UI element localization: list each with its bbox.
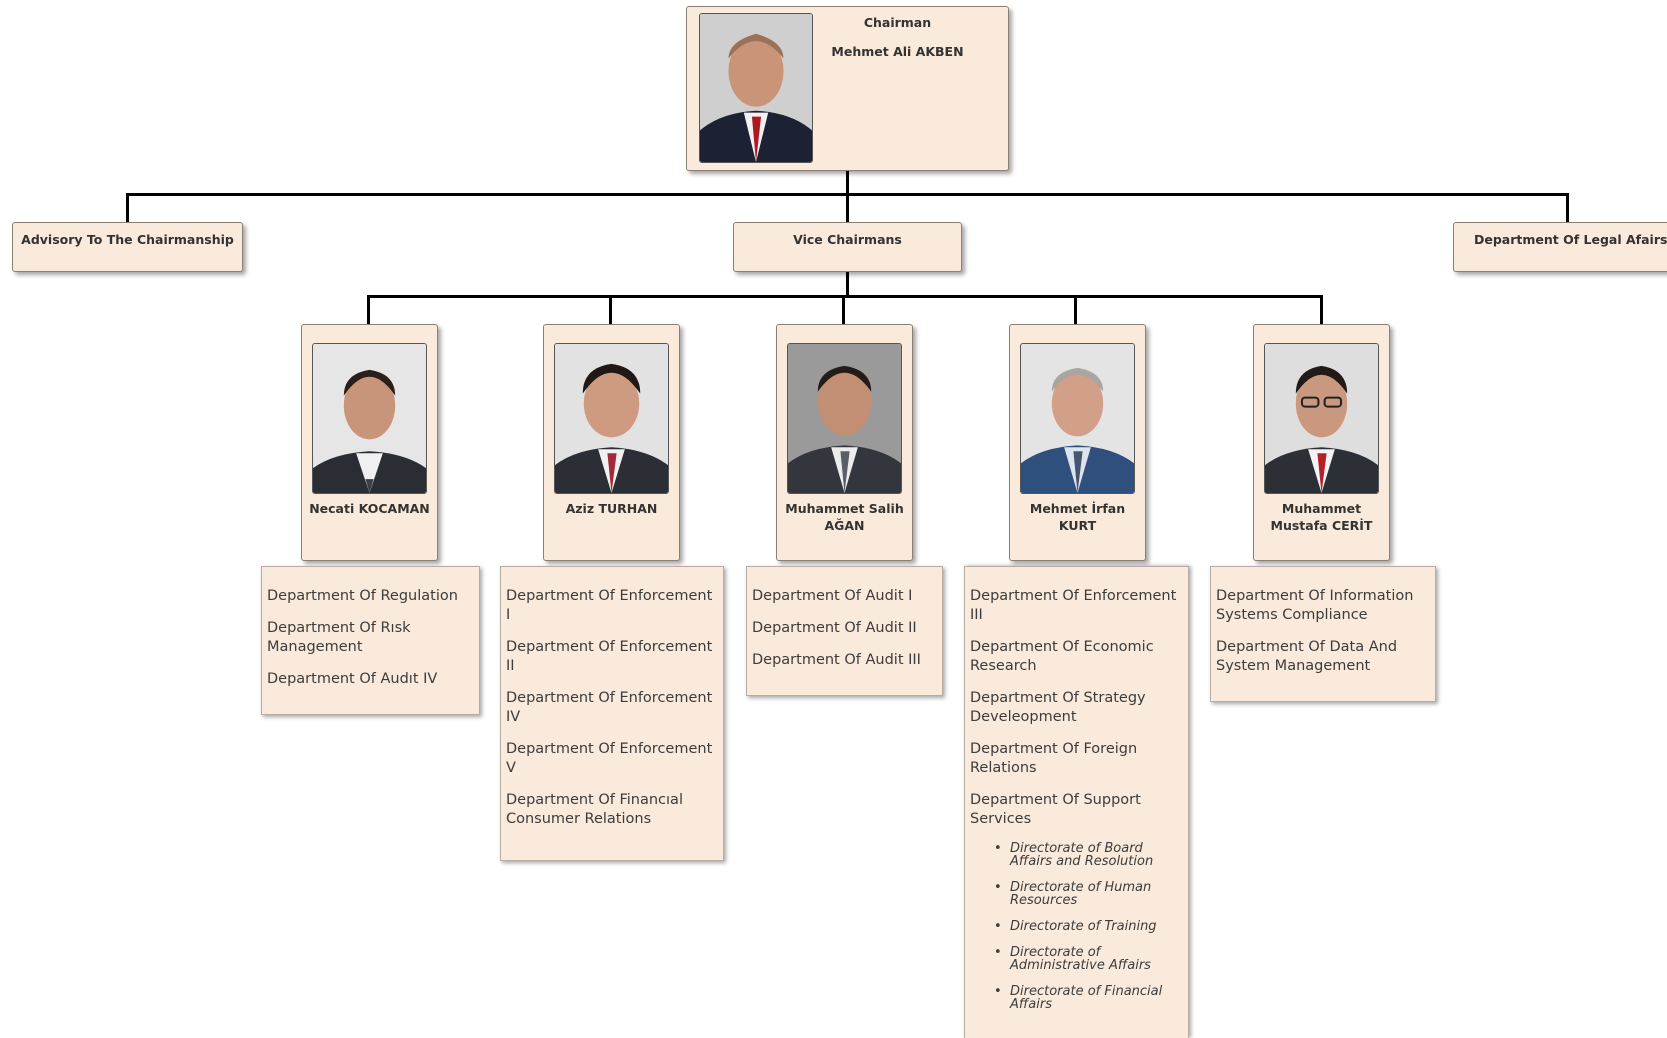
- vice-chairman-name: Muhammet Salih AĞAN: [785, 501, 904, 533]
- connector-line: [367, 295, 370, 325]
- directorate-item[interactable]: Directorate of Human Resources: [994, 881, 1184, 907]
- vice-chairman-card[interactable]: Muhammet Salih AĞAN: [776, 324, 913, 561]
- vice-chairman-name: Necati KOCAMAN: [309, 501, 430, 516]
- directorate-item[interactable]: Directorate of Administrative Affairs: [994, 946, 1184, 972]
- vice-chairman-photo: [1020, 343, 1135, 494]
- advisory-label: Advisory To The Chairmanship: [21, 232, 234, 247]
- vice-chairman-photo: [1264, 343, 1379, 494]
- chairman-photo: [699, 13, 813, 163]
- directorate-item[interactable]: Directorate of Financial Affairs: [994, 985, 1184, 1011]
- department-item[interactable]: Department Of Audit III: [752, 652, 921, 668]
- connector-line: [609, 295, 612, 325]
- vice-chairman-name: Muhammet Mustafa CERİT: [1270, 501, 1373, 533]
- vice-chairman-name: Mehmet İrfan KURT: [1029, 501, 1126, 533]
- legal-affairs-box[interactable]: Department Of Legal Afairs: [1453, 222, 1667, 272]
- chairman-name: Mehmet Ali AKBEN: [831, 44, 964, 59]
- department-list: Department Of Information Systems Compli…: [1210, 566, 1436, 702]
- vice-chairman-card[interactable]: Muhammet Mustafa CERİT: [1253, 324, 1390, 561]
- department-item[interactable]: Department Of Enforcement II: [506, 639, 713, 674]
- vice-chairmans-label: Vice Chairmans: [793, 232, 902, 247]
- department-list: Department Of Enforcement III Department…: [964, 566, 1189, 1038]
- connector-line: [846, 170, 849, 196]
- department-item[interactable]: Department Of Strategy Develeopment: [970, 690, 1146, 725]
- connector-line: [846, 193, 849, 223]
- directorate-item[interactable]: Directorate of Board Affairs and Resolut…: [994, 842, 1184, 868]
- vice-chairman-card[interactable]: Aziz TURHAN: [543, 324, 680, 561]
- vice-chairman-name: Aziz TURHAN: [565, 501, 658, 516]
- department-item[interactable]: Department Of Regulation: [267, 588, 458, 604]
- chairman-title: Chairman: [863, 15, 932, 30]
- department-item[interactable]: Department Of Financıal Consumer Relatio…: [506, 792, 683, 827]
- department-item[interactable]: Department Of Foreign Relations: [970, 741, 1138, 776]
- department-item[interactable]: Department Of Enforcement IV: [506, 690, 713, 725]
- directorate-list: Directorate of Board Affairs and Resolut…: [970, 842, 1184, 1011]
- connector-line: [846, 272, 849, 297]
- department-item[interactable]: Department Of Audıt IV: [267, 671, 438, 687]
- connector-line: [126, 193, 129, 223]
- connector-line: [367, 295, 1323, 298]
- vice-chairman-card[interactable]: Mehmet İrfan KURT: [1009, 324, 1146, 561]
- legal-affairs-label: Department Of Legal Afairs: [1474, 232, 1667, 247]
- department-item[interactable]: Department Of Audit I: [752, 588, 913, 604]
- department-item[interactable]: Department Of Information Systems Compli…: [1216, 588, 1414, 623]
- vice-chairman-photo: [312, 343, 427, 494]
- vice-chairman-photo: [787, 343, 902, 494]
- department-item[interactable]: Department Of Data And System Management: [1216, 639, 1398, 674]
- connector-line: [1320, 295, 1323, 325]
- vice-chairmans-box[interactable]: Vice Chairmans: [733, 222, 962, 272]
- department-list: Department Of Enforcement I Department O…: [500, 566, 724, 861]
- department-item[interactable]: Department Of Economic Research: [970, 639, 1154, 674]
- vice-chairman-photo: [554, 343, 669, 494]
- department-item[interactable]: Department Of Support Services: [970, 792, 1141, 827]
- department-list: Department Of Audit I Department Of Audi…: [746, 566, 943, 696]
- department-list: Department Of Regulation Department Of R…: [261, 566, 480, 715]
- vice-chairman-card[interactable]: Necati KOCAMAN: [301, 324, 438, 561]
- department-item[interactable]: Department Of Enforcement III: [970, 588, 1177, 623]
- chairman-box[interactable]: Chairman Mehmet Ali AKBEN: [686, 6, 1009, 171]
- department-item[interactable]: Department Of Enforcement I: [506, 588, 713, 623]
- directorate-item[interactable]: Directorate of Training: [994, 920, 1184, 933]
- connector-line: [1074, 295, 1077, 325]
- advisory-box[interactable]: Advisory To The Chairmanship: [12, 222, 243, 272]
- department-item[interactable]: Department Of Rısk Management: [267, 620, 411, 655]
- connector-line: [842, 295, 845, 325]
- department-item[interactable]: Department Of Audit II: [752, 620, 917, 636]
- department-item[interactable]: Department Of Enforcement V: [506, 741, 713, 776]
- connector-line: [1566, 193, 1569, 223]
